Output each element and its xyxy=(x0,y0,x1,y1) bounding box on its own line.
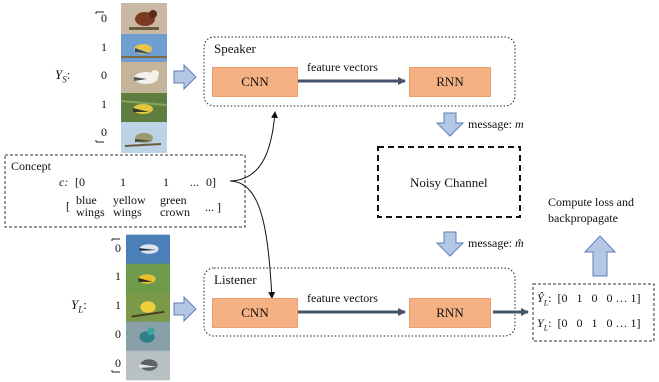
speaker-colon: : xyxy=(66,67,71,82)
listener-symbol: Y xyxy=(71,297,79,312)
listener-cnn-block: CNN xyxy=(212,298,298,328)
concept-vector-label: c: xyxy=(59,175,69,189)
message-out-text: message: xyxy=(468,236,515,250)
output-box xyxy=(532,283,655,342)
listener-feature-label: feature vectors xyxy=(307,291,378,305)
listener-input-arrow xyxy=(173,295,197,323)
speaker-feature-label: feature vectors xyxy=(307,60,378,74)
speaker-bird-image-3 xyxy=(121,62,167,93)
true-vector-row: YL: [0 0 1 0 … 1] xyxy=(537,316,641,333)
listener-label-bracket-bottom xyxy=(111,370,120,373)
message-in-var: m xyxy=(515,117,524,131)
speaker-label-2: 0 xyxy=(101,68,107,82)
concept-title: Concept xyxy=(11,159,51,173)
speaker-rnn-block: RNN xyxy=(409,67,491,97)
speaker-label-symbol: YS: xyxy=(55,67,70,85)
concept-attr-1: yellow wings xyxy=(113,194,146,218)
listener-bird-image-5 xyxy=(126,350,170,381)
speaker-label-1: 1 xyxy=(101,40,107,54)
speaker-title: Speaker xyxy=(214,41,256,56)
speaker-label-4: 0 xyxy=(101,125,107,139)
listener-label-2: 1 xyxy=(115,298,121,312)
speaker-cnn-block: CNN xyxy=(212,67,298,97)
true-values: [0 0 1 0 … 1] xyxy=(557,316,641,330)
true-symbol: Y xyxy=(537,316,544,330)
noisy-channel-box xyxy=(377,146,521,218)
listener-label-bracket-top xyxy=(111,238,120,241)
listener-label-0: 0 xyxy=(115,241,121,255)
speaker-label-bracket-bottom xyxy=(95,140,104,143)
noisy-channel-title: Noisy Channel xyxy=(410,175,488,190)
listener-label-1: 1 xyxy=(115,269,121,283)
concept-vec-1: 1 xyxy=(120,175,126,189)
listener-cnn-label: CNN xyxy=(241,305,269,320)
message-down-arrow-bottom xyxy=(435,231,465,257)
listener-label-symbol: YL: xyxy=(71,297,87,315)
pred-vector-row: ŶL: [0 1 0 0 … 1] xyxy=(537,291,641,308)
speaker-label-0: 0 xyxy=(101,11,107,25)
speaker-bird-image-5 xyxy=(121,122,167,153)
listener-title: Listener xyxy=(214,272,257,287)
listener-bird-image-4 xyxy=(126,321,170,352)
listener-label-4: 0 xyxy=(115,356,121,370)
true-sub: L xyxy=(543,323,549,333)
listener-rnn-block: RNN xyxy=(409,298,491,328)
message-in-text: message: xyxy=(468,117,515,131)
message-in-label: message: m xyxy=(468,117,524,132)
speaker-bird-image-2 xyxy=(121,34,167,65)
concept-box xyxy=(4,154,246,228)
pred-sub: L xyxy=(543,298,549,308)
speaker-bird-image-4 xyxy=(121,93,167,124)
speaker-label-3: 1 xyxy=(101,97,107,111)
speaker-sub: S xyxy=(62,74,67,85)
concept-vec-0: [0 xyxy=(75,175,85,189)
concept-attr-open: [ xyxy=(66,199,70,213)
listener-bird-image-2 xyxy=(126,263,170,294)
speaker-rnn-label: RNN xyxy=(436,74,464,89)
concept-attr-2-line1: green xyxy=(160,193,187,207)
listener-rnn-label: RNN xyxy=(436,305,464,320)
listener-colon: : xyxy=(83,297,87,312)
concept-attr-0-line1: blue xyxy=(76,193,97,207)
listener-sub: L xyxy=(78,304,84,315)
backprop-up-arrow xyxy=(583,235,617,277)
speaker-bird-image-1 xyxy=(121,3,167,34)
concept-to-listener-curve xyxy=(229,180,276,299)
message-down-arrow-top xyxy=(435,112,465,137)
listener-label-3: 0 xyxy=(115,327,121,341)
concept-vec-2: 1 xyxy=(163,175,169,189)
pred-symbol: Ŷ xyxy=(537,291,544,305)
compute-loss-line1: Compute loss and xyxy=(548,195,634,209)
message-out-var: m̂ xyxy=(515,236,524,250)
speaker-label-bracket-top xyxy=(95,11,104,14)
concept-attr-2: green crown xyxy=(160,194,190,218)
pred-values: [0 1 0 0 … 1] xyxy=(557,291,641,305)
concept-vec-4: 0] xyxy=(206,175,216,189)
concept-attr-1-line1: yellow xyxy=(113,193,146,207)
concept-to-speaker-curve xyxy=(229,111,279,182)
speaker-cnn-label: CNN xyxy=(241,74,269,89)
listener-bird-image-1 xyxy=(126,234,170,265)
concept-attr-0-line2: wings xyxy=(76,205,105,219)
message-out-label: message: m̂ xyxy=(468,236,524,251)
listener-box xyxy=(203,267,516,337)
concept-attr-2-line2: crown xyxy=(160,205,190,219)
speaker-symbol: Y xyxy=(55,67,63,82)
listener-bird-image-3 xyxy=(126,292,170,323)
concept-attr-0: blue wings xyxy=(76,194,105,218)
speaker-input-arrow xyxy=(173,63,197,91)
concept-attr-1-line2: wings xyxy=(113,205,142,219)
concept-attr-tail: ... ] xyxy=(205,200,221,214)
concept-vec-3: ... xyxy=(190,175,199,189)
compute-loss-line2: backpropagate xyxy=(548,211,618,225)
